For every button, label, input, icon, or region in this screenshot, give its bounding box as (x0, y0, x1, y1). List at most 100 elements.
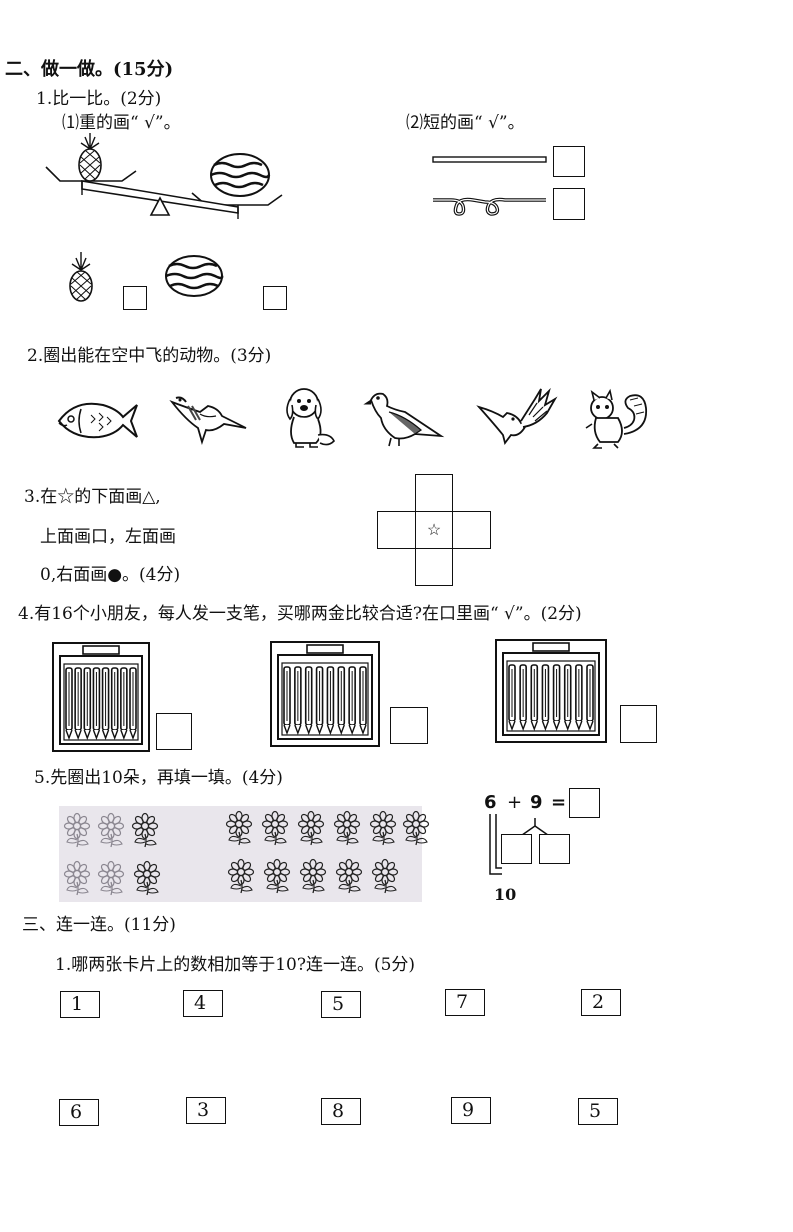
top-card-5[interactable]: 2 (581, 989, 621, 1016)
pen-icon (519, 664, 527, 731)
top-card-1[interactable]: 1 (60, 991, 100, 1018)
pen-box-2 (270, 641, 380, 747)
pen-box-3 (495, 639, 607, 743)
flower-icon[interactable] (332, 858, 366, 894)
equation-sum-box[interactable] (569, 788, 600, 818)
looped-rope (433, 197, 546, 216)
straight-line-rope (432, 156, 547, 163)
decomposition-box-right[interactable] (539, 834, 570, 864)
pen-icon (101, 667, 110, 740)
question-1-title: 1.比一比。(2分) (36, 89, 162, 109)
question-2-title: 2.圈出能在空中飞的动物。(3分) (27, 346, 272, 366)
equation-equals: = (551, 792, 567, 813)
section-three-question-1-title: 1.哪两张卡片上的数相加等于10?连一连。(5分) (55, 955, 416, 975)
eagle-icon[interactable] (476, 385, 558, 447)
pen-icon (359, 666, 367, 735)
flower-icon[interactable] (224, 858, 258, 894)
grid-cell-left[interactable] (377, 511, 416, 549)
pen-icon (83, 667, 92, 740)
swallow-icon[interactable] (168, 392, 248, 447)
question-3-line-3: 0,右面画●。(4分) (40, 565, 181, 585)
flower-icon[interactable] (296, 858, 330, 894)
top-card-4[interactable]: 7 (445, 989, 485, 1016)
top-card-2[interactable]: 4 (183, 990, 223, 1017)
bottom-card-1[interactable]: 6 (59, 1099, 99, 1126)
question-3-line-1: 3.在☆的下面画△, (24, 487, 161, 507)
watermelon-answer-box[interactable] (263, 286, 287, 310)
section-three-heading: 三、连一连。(11分) (22, 915, 176, 935)
equation-addend-b: 9 (530, 792, 543, 813)
pineapple-answer-box[interactable] (123, 286, 147, 310)
top-card-3[interactable]: 5 (321, 991, 361, 1018)
balance-scale-illustration (45, 133, 283, 219)
pen-icon (315, 666, 324, 735)
flower-panel (59, 806, 430, 902)
pen-icon (65, 667, 73, 740)
pen-icon (74, 667, 82, 740)
flower-icon[interactable] (130, 860, 164, 896)
fish-icon[interactable] (55, 395, 140, 445)
grid-cell-center: ☆ (415, 511, 453, 549)
pen-icon (326, 666, 335, 735)
flower-icon[interactable] (294, 810, 328, 846)
grid-cell-bottom[interactable] (415, 548, 453, 586)
pen-icon (92, 667, 101, 740)
star-icon: ☆ (426, 520, 442, 539)
question-3-line-2: 上面画口，左面画 (40, 527, 176, 547)
flower-icon[interactable] (128, 812, 162, 848)
bottom-card-5[interactable]: 5 (578, 1098, 618, 1125)
flower-icon[interactable] (366, 810, 400, 846)
pen-icon (348, 666, 356, 735)
cross-grid: ☆ (377, 474, 491, 586)
pen-box-1-answer[interactable] (156, 713, 192, 750)
equation-plus: + (507, 792, 523, 813)
grid-cell-right[interactable] (452, 511, 491, 549)
pen-icon (563, 664, 572, 731)
watermelon-icon (165, 255, 224, 297)
flower-icon[interactable] (60, 812, 94, 848)
equation-addend-a: 6 (484, 792, 497, 813)
flower-icon[interactable] (60, 860, 94, 896)
bottom-card-4[interactable]: 9 (451, 1097, 491, 1124)
pen-icon (110, 667, 119, 740)
straight-line-answer-box[interactable] (553, 146, 585, 177)
flower-icon[interactable] (330, 810, 364, 846)
flower-icon[interactable] (94, 812, 128, 848)
pen-box-3-answer[interactable] (620, 705, 657, 743)
pen-icon (283, 666, 291, 735)
pen-icon (552, 664, 561, 731)
flower-icon[interactable] (222, 810, 256, 846)
flower-icon[interactable] (258, 810, 292, 846)
section-two-heading: 二、做一做。(15分) (5, 59, 174, 80)
pen-icon (294, 666, 302, 735)
flower-icon[interactable] (260, 858, 294, 894)
pen-icon (129, 667, 137, 740)
bottom-card-3[interactable]: 8 (321, 1098, 361, 1125)
question-1b-text: ⑵短的画“ √”。 (406, 113, 525, 133)
pineapple-icon (69, 252, 93, 302)
pen-box-1 (52, 642, 150, 752)
pen-icon (586, 664, 594, 731)
flower-icon[interactable] (399, 810, 433, 846)
making-ten-label: 10 (494, 885, 517, 904)
flower-icon[interactable] (94, 860, 128, 896)
looped-rope-answer-box[interactable] (553, 188, 585, 220)
pen-icon (508, 664, 516, 731)
bottom-card-2[interactable]: 3 (186, 1097, 226, 1124)
decomposition-box-left[interactable] (501, 834, 532, 864)
pen-icon (120, 667, 128, 740)
grid-cell-top[interactable] (415, 474, 453, 512)
puppy-icon[interactable] (282, 385, 337, 450)
pen-icon (337, 666, 346, 735)
question-4-title: 4.有16个小朋友，每人发一支笔，买哪两金比较合适?在口里画“ √”。(2分) (18, 604, 582, 624)
flower-icon[interactable] (368, 858, 402, 894)
pigeon-icon[interactable] (363, 390, 445, 450)
question-5-title: 5.先圈出10朵，再填一填。(4分) (34, 768, 283, 788)
pen-icon (541, 664, 550, 731)
pen-icon (304, 666, 313, 735)
pen-icon (530, 664, 539, 731)
pen-box-2-answer[interactable] (390, 707, 428, 744)
squirrel-icon[interactable] (582, 388, 652, 450)
question-1a-text: ⑴重的画“ √”。 (62, 113, 181, 133)
pen-icon (575, 664, 583, 731)
